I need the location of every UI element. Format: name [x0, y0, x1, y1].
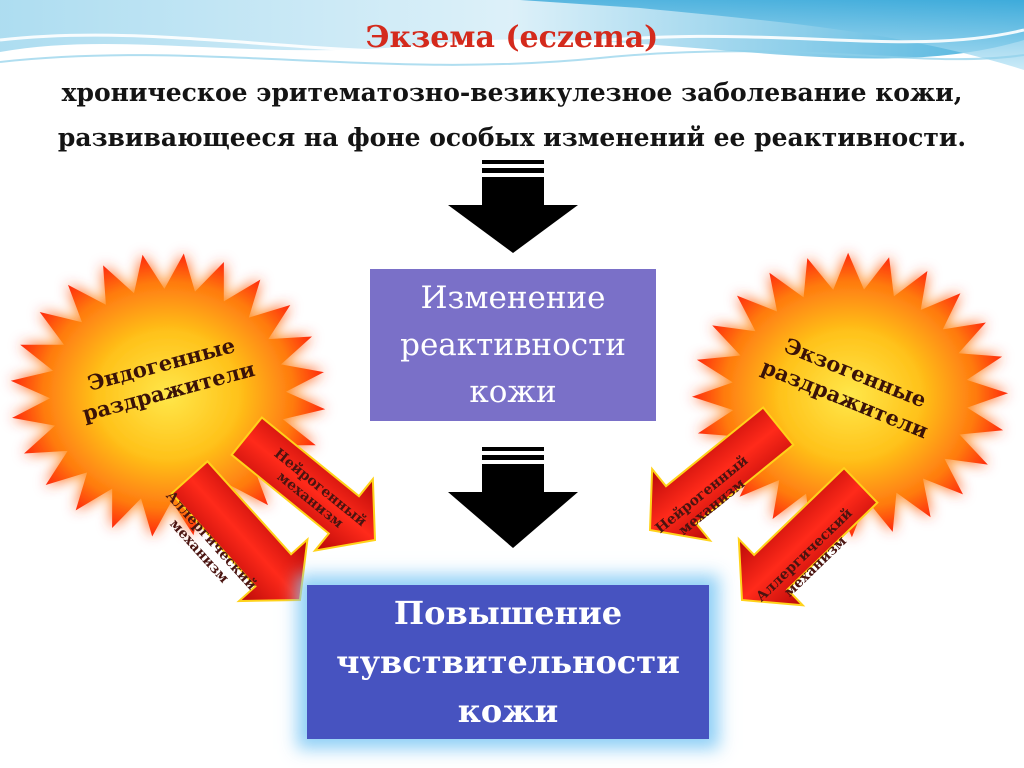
reactivity-change-line-3: кожи [400, 369, 626, 416]
sensitivity-increase-box: Повышение чувствительности кожи [307, 585, 709, 739]
sensitivity-line-2: чувствительности [336, 638, 680, 687]
sensitivity-line-3: кожи [336, 687, 680, 736]
reactivity-change-line-2: реактивности [400, 322, 626, 369]
reactivity-change-line-1: Изменение [400, 275, 626, 322]
down-arrow-middle [448, 447, 578, 548]
sensitivity-line-1: Повышение [336, 589, 680, 638]
reactivity-change-box: Изменение реактивности кожи [370, 269, 656, 421]
down-arrow-top [448, 160, 578, 253]
